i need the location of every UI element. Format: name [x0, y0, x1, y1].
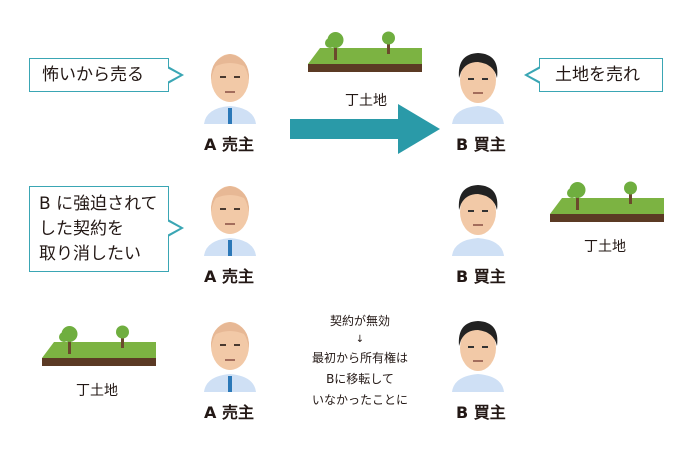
buyer-demand-text: 土地を売れ — [555, 65, 640, 85]
land-plot-icon — [542, 178, 672, 230]
seller-label: A 売主 — [204, 267, 254, 286]
buyer-demand-bubble: 土地を売れ — [524, 58, 663, 92]
down-arrow-icon: ↓ — [355, 334, 365, 345]
note-line-4: Bに移転して — [326, 372, 394, 386]
rescind-line-1: B に強迫されて — [39, 194, 158, 214]
seller-person-icon — [200, 176, 260, 256]
seller-thought-text: 怖いから売る — [42, 65, 144, 85]
land-label: 丁土地 — [76, 383, 118, 399]
rescind-line-3: 取り消したい — [39, 244, 141, 264]
seller-label: A 売主 — [204, 135, 254, 154]
buyer-label: B 買主 — [456, 135, 506, 154]
transfer-arrow-icon — [290, 104, 440, 154]
seller-label: A 売主 — [204, 403, 254, 422]
note-line-3: 最初から所有権は — [311, 351, 408, 365]
void-contract-note: 契約が無効 ↓ 最初から所有権は Bに移転して いなかったことに — [290, 311, 430, 411]
land-label: 丁土地 — [584, 239, 626, 255]
buyer-person-icon — [448, 312, 508, 392]
buyer-label: B 買主 — [456, 403, 506, 422]
rescind-thought-bubble: B に強迫されて した契約を 取り消したい — [29, 186, 184, 272]
buyer-person-icon — [448, 176, 508, 256]
seller-person-icon — [200, 312, 260, 392]
land-plot-icon — [34, 322, 164, 374]
note-line-1: 契約が無効 — [329, 314, 390, 328]
buyer-person-icon — [448, 44, 508, 124]
land-plot-icon — [300, 28, 430, 80]
rescind-line-2: した契約を — [39, 219, 124, 239]
note-line-5: いなかったことに — [311, 393, 408, 407]
land-label: 丁土地 — [345, 93, 387, 109]
buyer-label: B 買主 — [456, 267, 506, 286]
seller-thought-bubble: 怖いから売る — [29, 58, 184, 92]
seller-person-icon — [200, 44, 260, 124]
